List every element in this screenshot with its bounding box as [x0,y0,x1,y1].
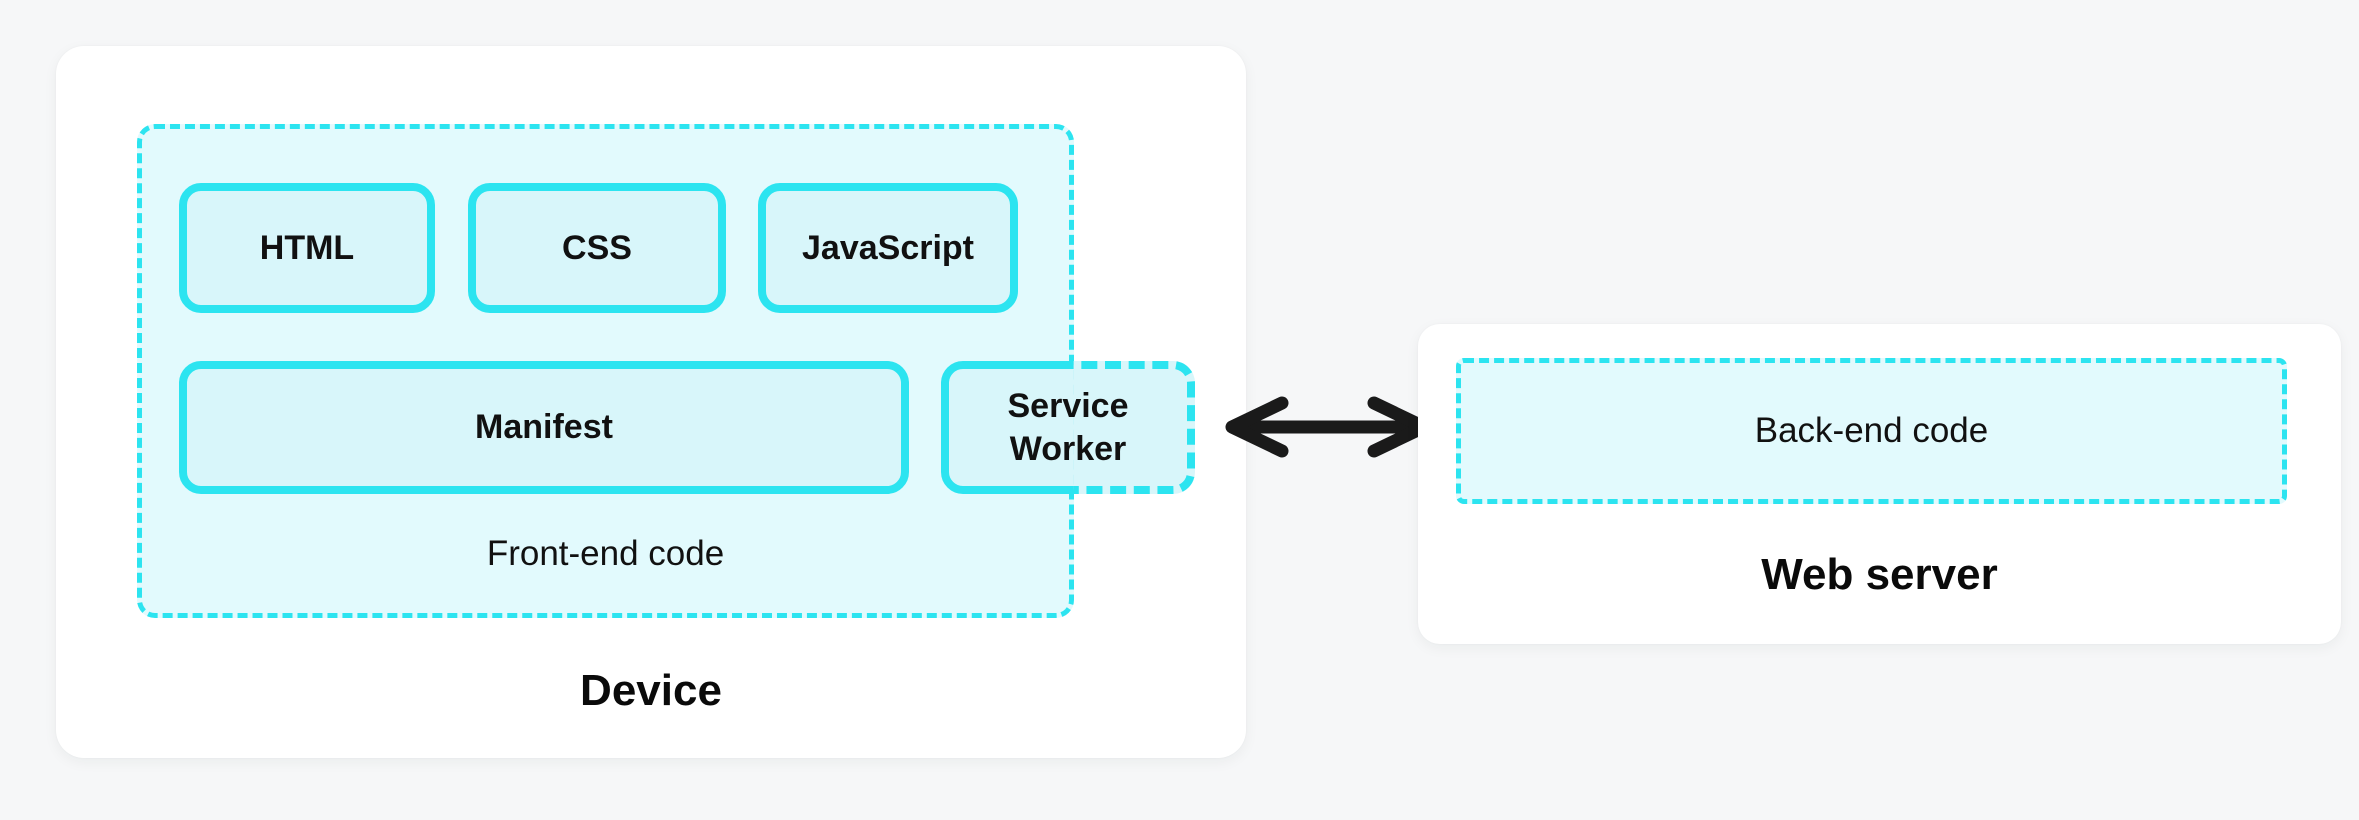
device-label: Device [580,666,722,715]
service-worker-box-label: Service Worker [1007,387,1129,468]
manifest-box-label: Manifest [475,408,613,446]
manifest-box: Manifest [179,361,909,494]
service-worker-border-outer [1073,361,1195,494]
html-box-label: HTML [259,228,355,267]
service-worker-box: Service Worker [941,361,1195,494]
service-worker-border-inner [941,361,1074,494]
double-headed-arrow-icon [1222,396,1434,458]
web-server-label: Web server [1761,550,1998,599]
html-box: HTML [179,183,435,313]
frontend-label: Front-end code [486,534,725,573]
css-box-label: CSS [562,228,632,267]
javascript-box: JavaScript [758,183,1018,313]
backend-box: Back-end code [1456,358,2287,504]
css-box: CSS [468,183,726,313]
javascript-box-label: JavaScript [802,228,974,267]
backend-box-label: Back-end code [1754,411,1989,450]
